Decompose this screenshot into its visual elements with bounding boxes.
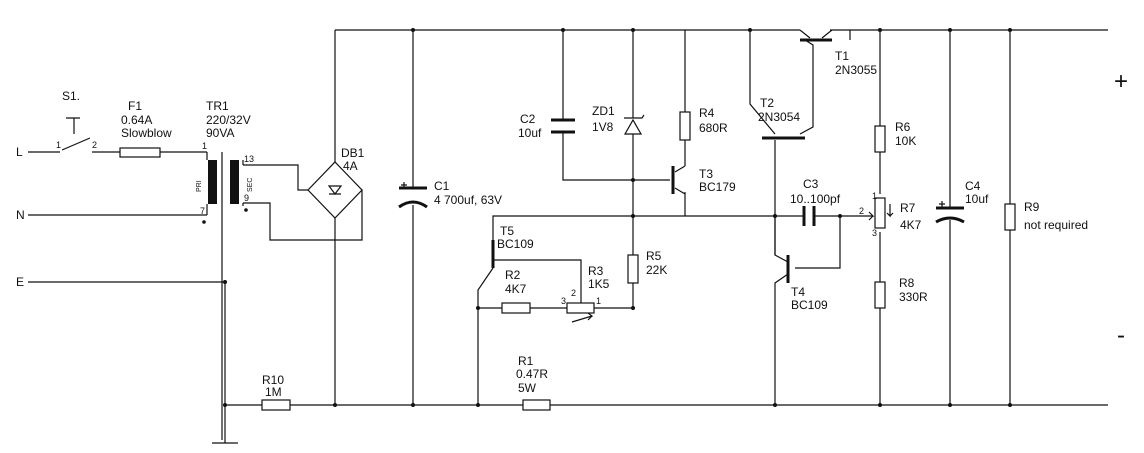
resistor-r6: R6 10K [874, 120, 916, 153]
zener-zd1: ZD1 1V8 [592, 104, 645, 135]
zd1-value: 1V8 [592, 120, 614, 134]
c3-name: C3 [803, 177, 819, 191]
line-n-label: N [16, 208, 25, 222]
junctions [223, 28, 1012, 407]
t3-type: BC179 [699, 180, 736, 194]
zd1-name: ZD1 [592, 104, 615, 118]
c4-name: C4 [965, 179, 981, 193]
r9-name: R9 [1024, 200, 1040, 214]
r4-name: R4 [699, 106, 715, 120]
capacitor-c2: C2 10uf [518, 112, 575, 140]
tr1-ratio: 220/32V [206, 113, 251, 127]
c3-value: 10..100pf [790, 192, 841, 206]
r6-value: 10K [895, 134, 916, 148]
r1-name: R1 [518, 354, 534, 368]
c1-value: 4 700uf, 63V [434, 193, 502, 207]
r5-name: R5 [646, 249, 662, 263]
r10-value: 1M [265, 385, 282, 399]
r8-name: R8 [899, 276, 915, 290]
r9-value: not required [1024, 218, 1088, 232]
tr1-pri: PRI [196, 180, 203, 192]
r5-value: 22K [646, 263, 667, 277]
t2-type: 2N3054 [758, 110, 800, 124]
r3-name: R3 [588, 264, 604, 278]
transistor-t4: T4 BC109 [786, 255, 828, 312]
r3-pin1: 1 [596, 296, 601, 306]
transistor-t5: T5 BC109 [491, 224, 534, 268]
tr1-name: TR1 [206, 99, 229, 113]
t5-type: BC109 [497, 237, 534, 251]
r3-value: 1K5 [588, 277, 610, 291]
f1-type: Slowblow [121, 126, 172, 140]
db1-rating: 4A [343, 159, 358, 173]
t1-name: T1 [835, 49, 849, 63]
c4-value: 10uf [965, 192, 989, 206]
positive-terminal-label: + [1114, 68, 1128, 95]
tr1-pin13: 13 [244, 154, 254, 164]
capacitor-c4: C4 10uf [935, 179, 989, 224]
transformer-tr1: TR1 220/32V 90VA PRI SEC 1 7 13 9 [196, 99, 254, 440]
r1-value: 0.47R [516, 367, 548, 381]
transistor-t3: T3 BC179 [671, 165, 736, 195]
s1-pin2: 2 [92, 140, 97, 150]
capacitor-c1: C1 4 700uf, 63V [398, 179, 502, 209]
f1-name: F1 [128, 99, 142, 113]
line-e-label: E [16, 275, 24, 289]
r7-name: R7 [900, 201, 916, 215]
switch-s1: S1. 1 2 [56, 89, 97, 151]
r10-name: R10 [262, 373, 284, 387]
tr1-pin9: 9 [244, 193, 249, 203]
t1-type: 2N3055 [835, 63, 877, 77]
tr1-pin1: 1 [202, 141, 207, 151]
db1-name: DB1 [341, 146, 365, 160]
capacitor-c3: C3 10..100pf [790, 177, 841, 226]
t4-name: T4 [791, 285, 805, 299]
potentiometer-r3: R3 1K5 2 3 1 [561, 264, 610, 323]
t3-name: T3 [699, 167, 713, 181]
r2-value: 4K7 [505, 282, 527, 296]
r3-pin2: 2 [571, 288, 576, 298]
c2-value: 10uf [518, 126, 542, 140]
resistor-r10: R10 1M [261, 373, 291, 411]
bridge-db1: DB1 4A [307, 146, 365, 219]
c1-name: C1 [434, 179, 450, 193]
r1-power: 5W [518, 381, 537, 395]
tr1-power: 90VA [206, 126, 234, 140]
negative-terminal-label: - [1117, 322, 1125, 349]
r3-pin3: 3 [561, 296, 566, 306]
r7-pin3: 3 [872, 228, 877, 238]
r7-pin2: 2 [859, 206, 864, 216]
resistor-r2: R2 4K7 [501, 268, 531, 314]
wires [28, 29, 1108, 443]
line-l-label: L [16, 145, 23, 159]
fuse-f1: F1 0.64A Slowblow [119, 99, 172, 158]
t5-name: T5 [500, 224, 514, 238]
r7-pin1: 1 [872, 191, 877, 201]
resistor-r4: R4 680R [679, 106, 728, 141]
resistor-r9: R9 not required [1004, 200, 1088, 232]
resistor-r1: R1 0.47R 5W [516, 354, 551, 411]
tr1-sec: SEC [247, 178, 254, 192]
s1-pin1: 1 [56, 140, 61, 150]
transistor-t1: T1 2N3055 [799, 29, 877, 77]
s1-label: S1. [62, 89, 80, 103]
c2-name: C2 [520, 112, 536, 126]
t2-name: T2 [760, 96, 774, 110]
resistor-r8: R8 330R [874, 276, 928, 309]
tr1-pin7: 7 [200, 206, 205, 216]
potentiometer-r7: R7 4K7 1 2 3 [859, 191, 922, 238]
transistor-t2: T2 2N3054 [758, 96, 805, 140]
f1-rating: 0.64A [121, 113, 152, 127]
r6-name: R6 [895, 120, 911, 134]
resistor-r5: R5 22K [627, 249, 667, 284]
r4-value: 680R [699, 121, 728, 135]
t4-type: BC109 [791, 298, 828, 312]
r7-value: 4K7 [900, 218, 922, 232]
r2-name: R2 [505, 268, 521, 282]
r8-value: 330R [899, 290, 928, 304]
